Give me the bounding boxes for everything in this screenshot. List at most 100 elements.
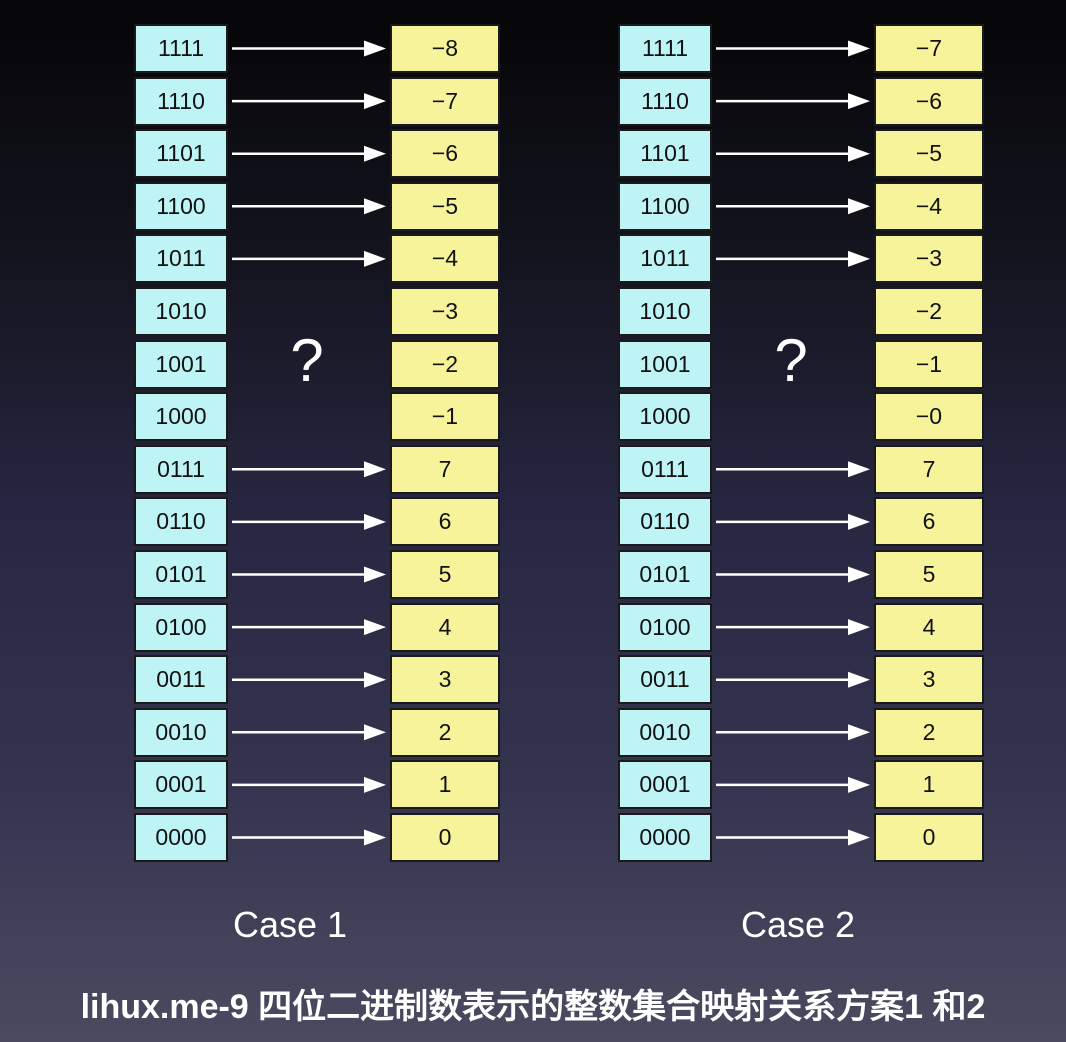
binary-cell: 0011 bbox=[618, 655, 712, 705]
binary-cell: 0101 bbox=[134, 550, 228, 599]
value-cell: 5 bbox=[874, 550, 984, 599]
binary-cell: 1010 bbox=[618, 287, 712, 336]
binary-cell: 1111 bbox=[618, 24, 712, 73]
value-cell: 1 bbox=[874, 760, 984, 810]
mapping-arrow bbox=[232, 566, 386, 583]
mapping-arrow bbox=[716, 566, 870, 583]
value-cell: 0 bbox=[874, 813, 984, 862]
mapping-arrow bbox=[716, 829, 870, 846]
value-cell: −7 bbox=[874, 24, 984, 73]
mapping-arrow bbox=[232, 513, 386, 530]
binary-cell: 1111 bbox=[134, 24, 228, 73]
mapping-arrow bbox=[716, 93, 870, 110]
binary-cell: 1100 bbox=[134, 181, 228, 231]
case-1-label: Case 1 bbox=[232, 904, 348, 945]
case-1-arrows bbox=[232, 40, 386, 846]
value-cell: −5 bbox=[874, 129, 984, 179]
mapping-arrow bbox=[232, 829, 386, 846]
binary-cell: 0010 bbox=[134, 707, 228, 757]
value-cell: 3 bbox=[390, 655, 500, 705]
binary-cell: 0000 bbox=[618, 813, 712, 862]
binary-cell: 1101 bbox=[134, 129, 228, 179]
value-cell: 7 bbox=[390, 444, 500, 494]
binary-cell: 0001 bbox=[134, 760, 228, 810]
value-cell: 7 bbox=[874, 444, 984, 494]
case-2-label: Case 2 bbox=[740, 904, 856, 945]
value-cell: −7 bbox=[390, 76, 500, 126]
value-cell: −3 bbox=[390, 287, 500, 336]
value-cell: 5 bbox=[390, 550, 500, 599]
value-cell: 2 bbox=[390, 707, 500, 757]
mapping-arrow bbox=[716, 724, 870, 741]
binary-cell: 0100 bbox=[618, 602, 712, 652]
value-cell: −0 bbox=[874, 392, 984, 442]
case-1-question-mark: ? bbox=[290, 327, 324, 394]
value-cell: 0 bbox=[390, 813, 500, 862]
binary-cell: 1001 bbox=[134, 339, 228, 389]
binary-cell: 0010 bbox=[618, 707, 712, 757]
value-cell: −4 bbox=[874, 181, 984, 231]
binary-cell: 1100 bbox=[618, 181, 712, 231]
caption: lihux.me-9 四位二进制数表示的整数集合映射关系方案1 和2 bbox=[80, 988, 986, 1026]
binary-cell: 1010 bbox=[134, 287, 228, 336]
mapping-arrow bbox=[232, 145, 386, 162]
binary-cell: 0111 bbox=[134, 444, 228, 494]
mapping-arrow bbox=[716, 145, 870, 162]
binary-cell: 1101 bbox=[618, 129, 712, 179]
mapping-arrow bbox=[232, 93, 386, 110]
binary-cell: 0100 bbox=[134, 602, 228, 652]
mapping-arrow bbox=[716, 40, 870, 57]
binary-cell: 0000 bbox=[134, 813, 228, 862]
value-cell: −4 bbox=[390, 234, 500, 284]
mapping-arrow bbox=[716, 776, 870, 793]
mapping-arrow bbox=[716, 198, 870, 215]
mapping-arrow bbox=[232, 250, 386, 267]
value-cell: 1 bbox=[390, 760, 500, 810]
value-cell: −5 bbox=[390, 181, 500, 231]
mapping-arrow bbox=[232, 776, 386, 793]
value-cell: 4 bbox=[874, 602, 984, 652]
binary-cell: 1110 bbox=[618, 76, 712, 126]
binary-cell: 0110 bbox=[618, 497, 712, 547]
binary-cell: 1011 bbox=[134, 234, 228, 284]
value-cell: −3 bbox=[874, 234, 984, 284]
value-cell: 6 bbox=[390, 497, 500, 547]
mapping-arrow bbox=[232, 40, 386, 57]
value-cell: 2 bbox=[874, 707, 984, 757]
binary-cell: 0110 bbox=[134, 497, 228, 547]
case-2-arrows bbox=[716, 40, 870, 846]
value-cell: 6 bbox=[874, 497, 984, 547]
binary-cell: 0001 bbox=[618, 760, 712, 810]
value-cell: −6 bbox=[390, 129, 500, 179]
binary-cell: 0101 bbox=[618, 550, 712, 599]
binary-cell: 1011 bbox=[618, 234, 712, 284]
binary-cell: 1000 bbox=[618, 392, 712, 442]
mapping-arrow bbox=[716, 250, 870, 267]
binary-cell: 1001 bbox=[618, 339, 712, 389]
value-cell: −2 bbox=[390, 339, 500, 389]
binary-cell: 1110 bbox=[134, 76, 228, 126]
binary-cell: 0011 bbox=[134, 655, 228, 705]
mapping-arrow bbox=[716, 513, 870, 530]
mapping-arrow bbox=[716, 619, 870, 636]
value-cell: −1 bbox=[874, 339, 984, 389]
binary-cell: 0111 bbox=[618, 444, 712, 494]
value-cell: 4 bbox=[390, 602, 500, 652]
value-cell: −6 bbox=[874, 76, 984, 126]
binary-cell: 1000 bbox=[134, 392, 228, 442]
value-cell: −1 bbox=[390, 392, 500, 442]
mapping-arrow bbox=[232, 724, 386, 741]
mapping-arrow bbox=[232, 461, 386, 478]
mapping-arrow bbox=[716, 671, 870, 688]
value-cell: 3 bbox=[874, 655, 984, 705]
mapping-arrow bbox=[232, 619, 386, 636]
mapping-arrow bbox=[232, 671, 386, 688]
value-cell: −8 bbox=[390, 24, 500, 73]
mapping-arrow bbox=[716, 461, 870, 478]
value-cell: −2 bbox=[874, 287, 984, 336]
mapping-arrow bbox=[232, 198, 386, 215]
case-2-question-mark: ? bbox=[774, 327, 808, 394]
